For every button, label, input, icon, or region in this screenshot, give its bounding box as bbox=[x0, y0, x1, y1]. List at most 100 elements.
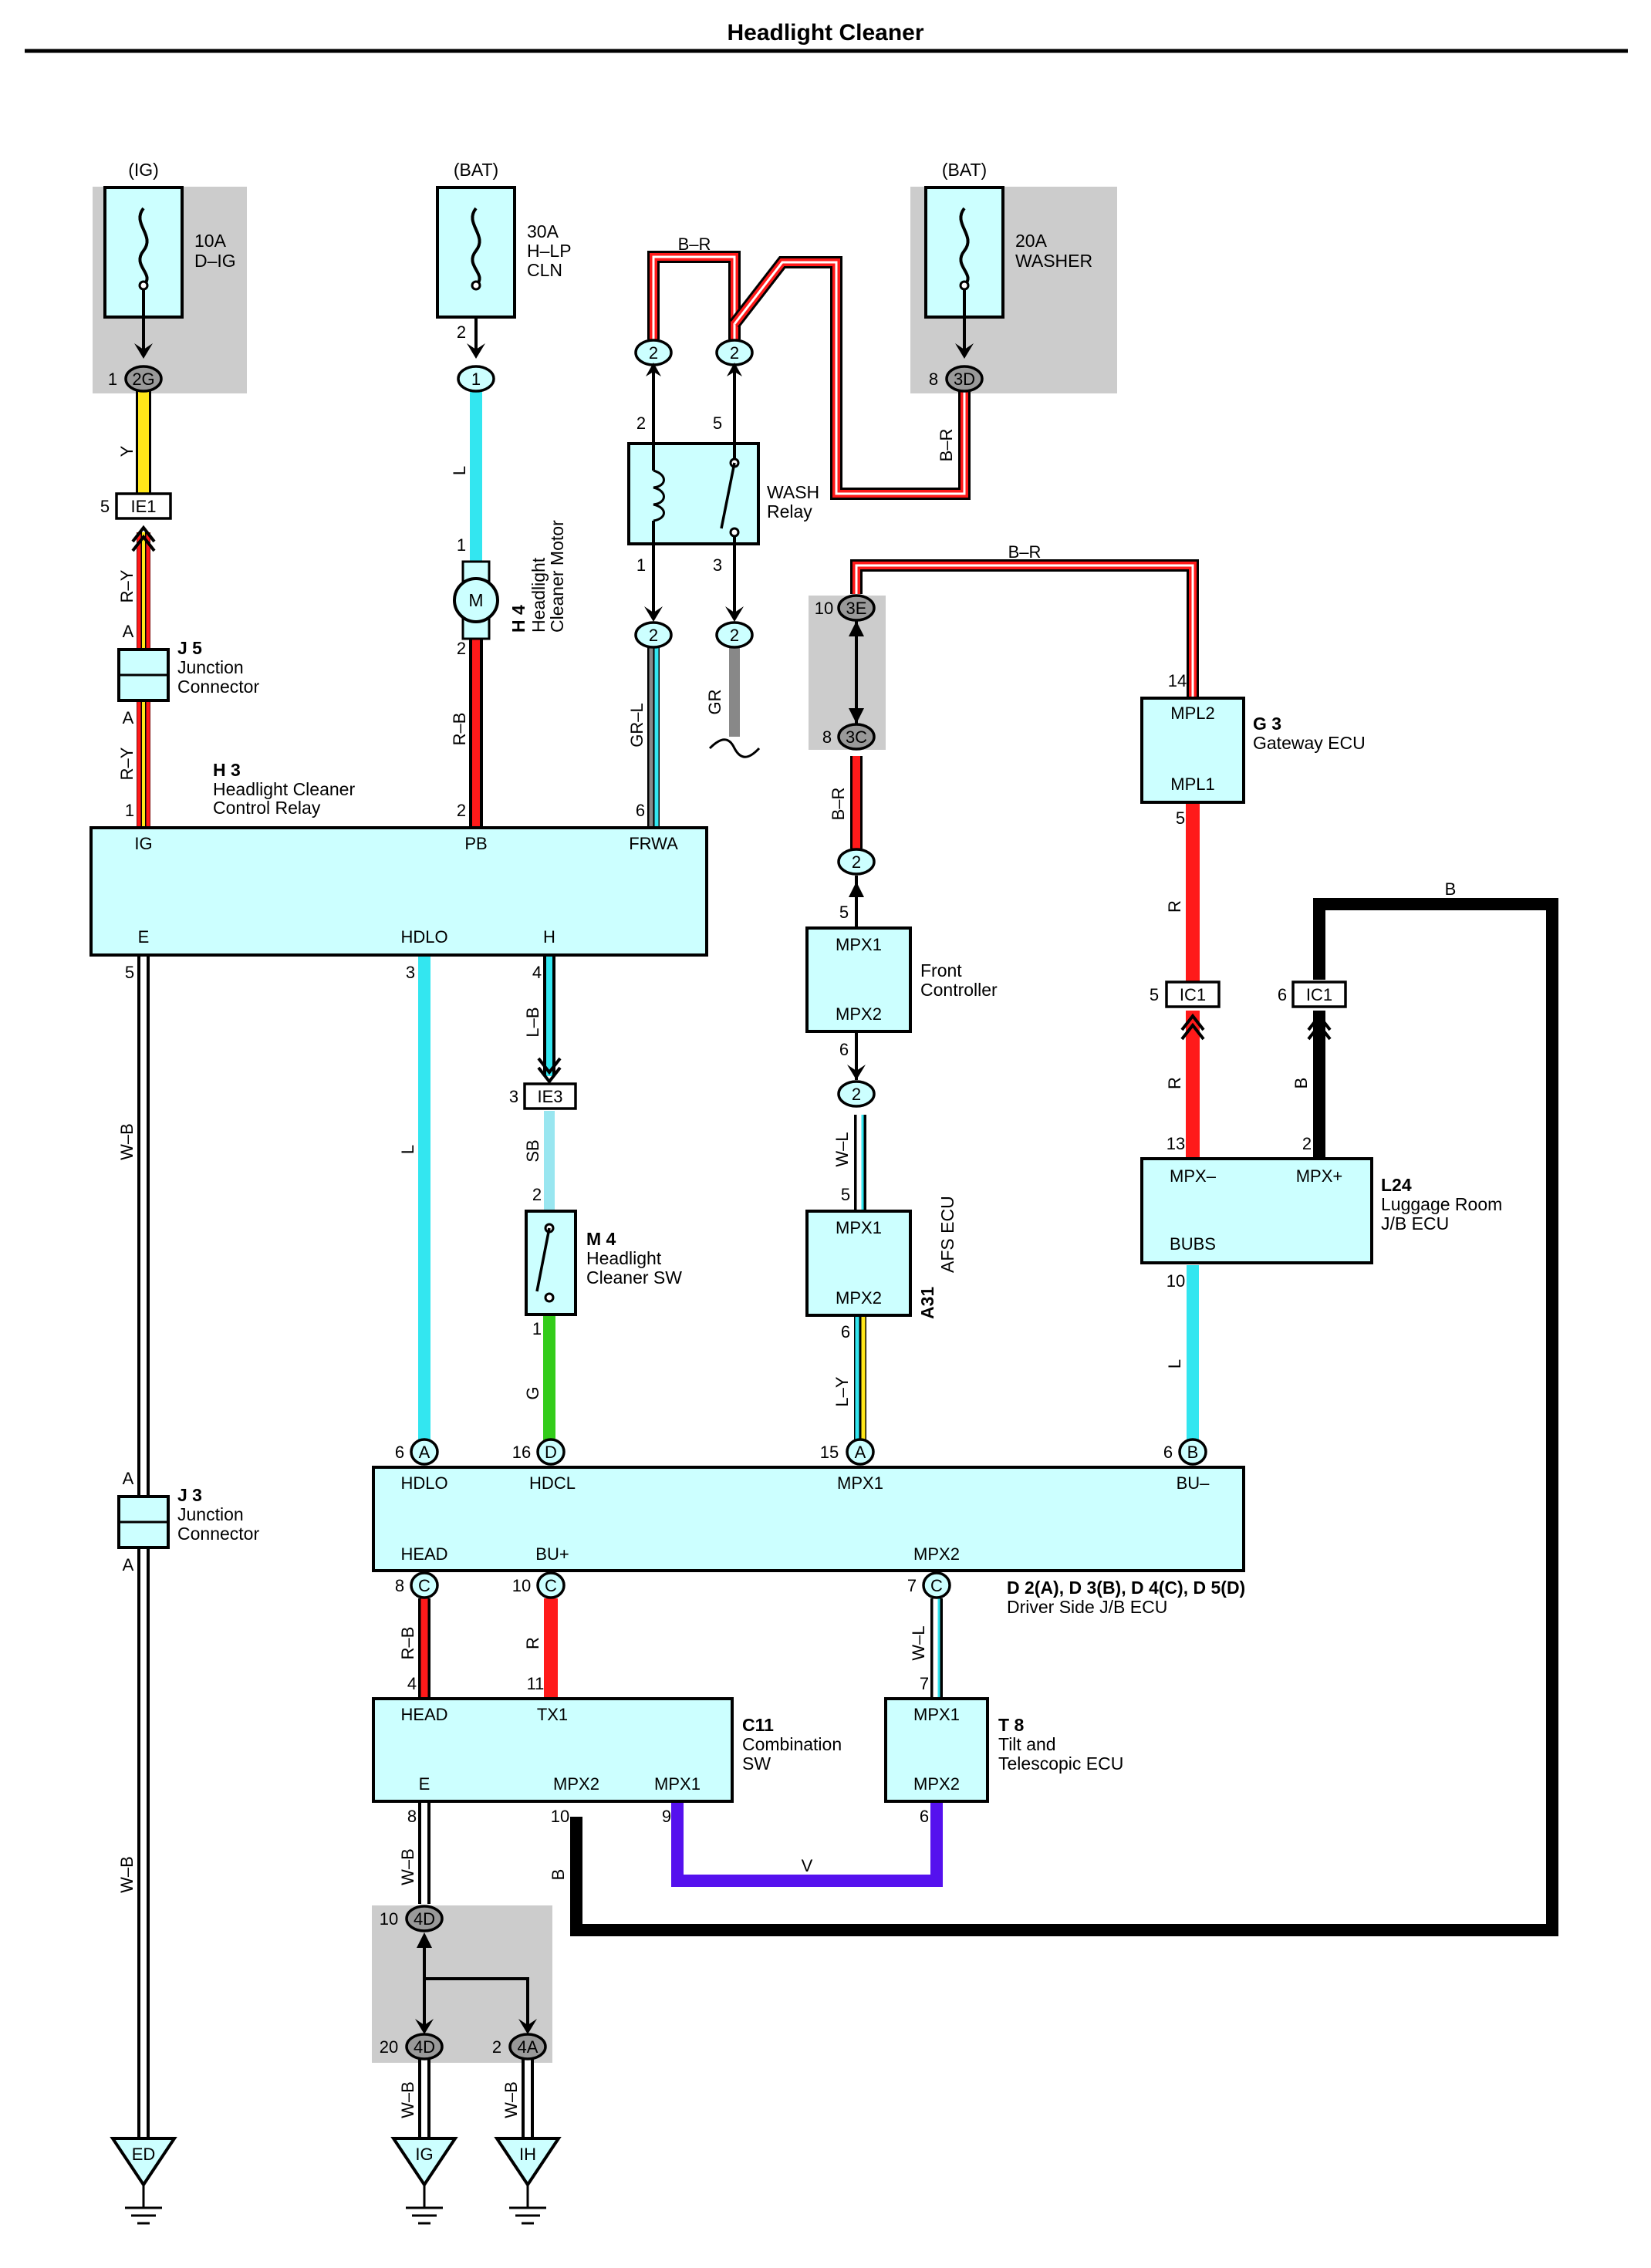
svg-text:FRWA: FRWA bbox=[629, 834, 678, 853]
svg-text:IH: IH bbox=[519, 2145, 536, 2164]
svg-text:IE1: IE1 bbox=[130, 497, 156, 516]
driver-side-jb-ecu: HDLO HDCL MPX1 BU– HEAD BU+ MPX2 D 2(A),… bbox=[372, 1466, 1245, 1617]
svg-text:L: L bbox=[1165, 1359, 1184, 1369]
wire-l-y bbox=[854, 1315, 866, 1443]
svg-text:MPX–: MPX– bbox=[1170, 1166, 1217, 1186]
svg-text:2: 2 bbox=[730, 343, 739, 363]
svg-text:B: B bbox=[1187, 1443, 1199, 1462]
svg-text:C: C bbox=[418, 1576, 430, 1595]
svg-text:B–R: B–R bbox=[937, 429, 956, 462]
svg-text:2: 2 bbox=[730, 626, 739, 645]
connector-1-hlp: 1 2 bbox=[457, 322, 495, 393]
connector-2-relay-d: 2 bbox=[715, 621, 754, 649]
svg-text:30A: 30A bbox=[527, 221, 559, 241]
svg-text:MPL2: MPL2 bbox=[1170, 704, 1214, 723]
connector-4a: 4A 2 bbox=[492, 2033, 547, 2060]
svg-text:HDLO: HDLO bbox=[400, 1473, 447, 1493]
svg-text:R–Y: R–Y bbox=[117, 747, 137, 780]
svg-text:Cleaner SW: Cleaner SW bbox=[586, 1267, 682, 1288]
ground-ig: IG bbox=[390, 2137, 458, 2225]
svg-text:MPX+: MPX+ bbox=[1296, 1166, 1343, 1186]
svg-text:2: 2 bbox=[457, 801, 466, 820]
luggage-room-jb-ecu: MPX– MPX+ BUBS L24 Luggage Room J/B ECU … bbox=[1140, 1134, 1502, 1291]
svg-text:J 5: J 5 bbox=[177, 638, 202, 658]
svg-text:6: 6 bbox=[839, 1040, 849, 1059]
svg-text:R–B: R–B bbox=[398, 1627, 417, 1660]
svg-text:1: 1 bbox=[125, 801, 134, 820]
connector-c-mpx2: C 7 bbox=[907, 1571, 951, 1599]
svg-text:4: 4 bbox=[407, 1674, 417, 1693]
headlight-cleaner-motor: M 1 2 H 4 Headlight Cleaner Motor bbox=[453, 520, 567, 658]
connector-a-hdlo: A 6 bbox=[395, 1438, 439, 1466]
svg-text:5: 5 bbox=[100, 497, 110, 516]
svg-text:4A: 4A bbox=[518, 2037, 539, 2057]
svg-text:5: 5 bbox=[125, 963, 134, 982]
svg-text:C11: C11 bbox=[742, 1715, 774, 1735]
svg-text:L24: L24 bbox=[1381, 1175, 1412, 1195]
svg-text:WASHER: WASHER bbox=[1015, 251, 1092, 271]
svg-text:B–R: B–R bbox=[678, 235, 711, 254]
svg-text:M 4: M 4 bbox=[586, 1229, 616, 1249]
fuse-washer: (BAT) 20A WASHER bbox=[924, 160, 1092, 355]
svg-text:2: 2 bbox=[852, 1085, 861, 1104]
svg-text:6: 6 bbox=[920, 1807, 929, 1826]
svg-text:Combination: Combination bbox=[742, 1734, 842, 1754]
svg-text:W–L: W–L bbox=[832, 1132, 852, 1166]
connector-ic1-r: IC1 5 bbox=[1150, 980, 1221, 1041]
svg-text:8: 8 bbox=[929, 370, 938, 389]
svg-text:WASH: WASH bbox=[767, 482, 819, 502]
svg-text:6: 6 bbox=[1278, 985, 1287, 1004]
ground-ed: ED bbox=[110, 2137, 177, 2225]
svg-text:(BAT): (BAT) bbox=[942, 160, 987, 180]
fuse-h-lp-cln: (BAT) 30A H–LP CLN bbox=[436, 160, 572, 355]
arrow-3d bbox=[955, 343, 974, 359]
svg-text:GR–L: GR–L bbox=[627, 703, 647, 747]
svg-text:20A: 20A bbox=[1015, 231, 1048, 251]
svg-text:G: G bbox=[523, 1386, 542, 1399]
svg-text:A: A bbox=[123, 1555, 134, 1574]
svg-text:A: A bbox=[123, 1469, 134, 1488]
svg-text:1: 1 bbox=[636, 555, 646, 575]
shade-3e-3c bbox=[809, 596, 886, 750]
svg-text:Driver Side J/B ECU: Driver Side J/B ECU bbox=[1007, 1597, 1167, 1617]
svg-text:3: 3 bbox=[713, 555, 722, 575]
svg-text:MPX1: MPX1 bbox=[913, 1705, 960, 1724]
svg-text:G 3: G 3 bbox=[1253, 714, 1281, 734]
svg-text:AFS ECU: AFS ECU bbox=[937, 1196, 957, 1273]
headlight-cleaner-switch[interactable]: M 4 Headlight Cleaner SW 2 1 bbox=[525, 1185, 682, 1338]
svg-text:Gateway ECU: Gateway ECU bbox=[1253, 733, 1366, 753]
page-title: Headlight Cleaner bbox=[727, 20, 923, 46]
svg-text:HDCL: HDCL bbox=[529, 1473, 576, 1493]
connector-d-hdcl: D 16 bbox=[512, 1438, 566, 1466]
svg-text:Control Relay: Control Relay bbox=[213, 798, 321, 818]
connector-4d-bot: 4D 20 bbox=[380, 2033, 444, 2060]
svg-text:15: 15 bbox=[820, 1443, 839, 1462]
svg-text:IG: IG bbox=[415, 2145, 433, 2164]
front-controller: MPX1 MPX2 Front Controller 5 6 bbox=[805, 876, 998, 1080]
svg-text:3: 3 bbox=[406, 963, 415, 982]
connector-3c: 3C 8 bbox=[822, 723, 876, 751]
svg-text:2: 2 bbox=[532, 1185, 542, 1204]
svg-text:MPX2: MPX2 bbox=[913, 1774, 960, 1794]
connector-3d: 3D 8 bbox=[929, 365, 984, 393]
svg-text:5: 5 bbox=[1150, 985, 1159, 1004]
wash-relay: 2 5 1 3 WASH Relay bbox=[627, 363, 819, 622]
svg-text:B: B bbox=[1445, 879, 1457, 899]
wire-w-b-joint bbox=[423, 1940, 529, 2029]
svg-text:BU–: BU– bbox=[1177, 1473, 1210, 1493]
svg-text:Junction: Junction bbox=[177, 1504, 244, 1524]
connector-4d-top: 4D 10 bbox=[380, 1905, 444, 1932]
wire-b-loop bbox=[570, 898, 1558, 1936]
svg-text:Headlight: Headlight bbox=[528, 557, 549, 633]
svg-text:B–R: B–R bbox=[1008, 542, 1042, 562]
svg-text:3C: 3C bbox=[846, 727, 867, 747]
svg-text:11: 11 bbox=[527, 1674, 545, 1693]
svg-text:A: A bbox=[419, 1443, 430, 1462]
svg-text:5: 5 bbox=[713, 413, 722, 433]
svg-text:10: 10 bbox=[815, 599, 833, 618]
svg-text:IC1: IC1 bbox=[1180, 985, 1206, 1004]
svg-text:4D: 4D bbox=[414, 1909, 435, 1929]
svg-text:20: 20 bbox=[380, 2037, 398, 2057]
svg-text:8: 8 bbox=[407, 1807, 417, 1826]
svg-text:MPX2: MPX2 bbox=[836, 1288, 882, 1308]
